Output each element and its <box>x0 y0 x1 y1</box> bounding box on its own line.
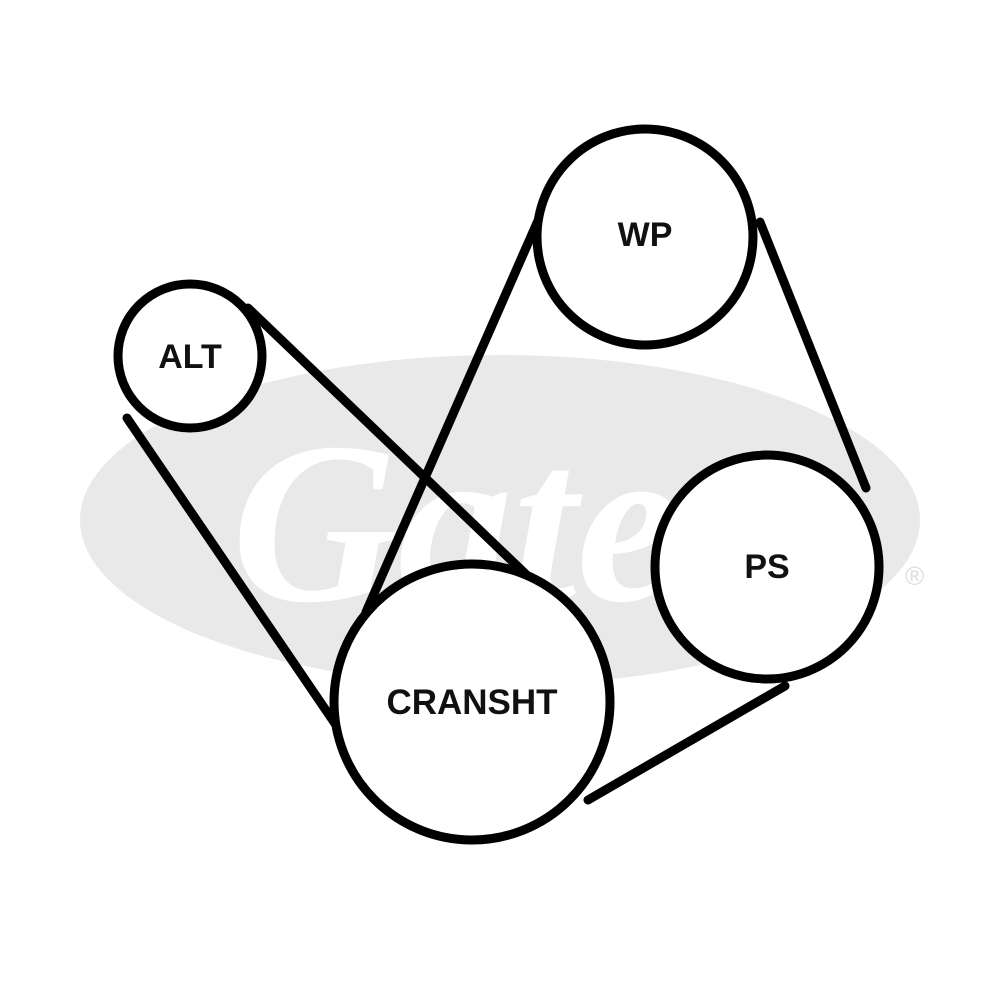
pulley-wp-label: WP <box>618 216 673 254</box>
pulley-alt: ALT <box>113 279 267 433</box>
belt-segment-wp-ps <box>755 217 871 493</box>
watermark-registered-mark: ® <box>905 561 924 591</box>
belt-segment-alt-crank-outer <box>122 413 343 733</box>
pulley-crankshaft-circle <box>329 559 615 845</box>
pulley-alt-label: ALT <box>158 338 222 376</box>
pulley-alt-circle <box>113 279 267 433</box>
belt-segment-crank-wp <box>361 211 545 617</box>
pulley-ps-circle <box>650 450 884 684</box>
pulley-wp-circle <box>532 124 758 350</box>
belt-segment-ps-crank <box>583 681 790 805</box>
pulley-ps: PS <box>650 450 884 684</box>
pulley-ps-label: PS <box>744 548 789 586</box>
pulley-wp: WP <box>532 124 758 350</box>
pulley-crankshaft-label: CRANSHT <box>386 683 557 722</box>
pulley-crankshaft: CRANSHT <box>329 559 615 845</box>
belt-segment-alt-crank-inner <box>243 303 540 588</box>
belt <box>122 211 871 805</box>
